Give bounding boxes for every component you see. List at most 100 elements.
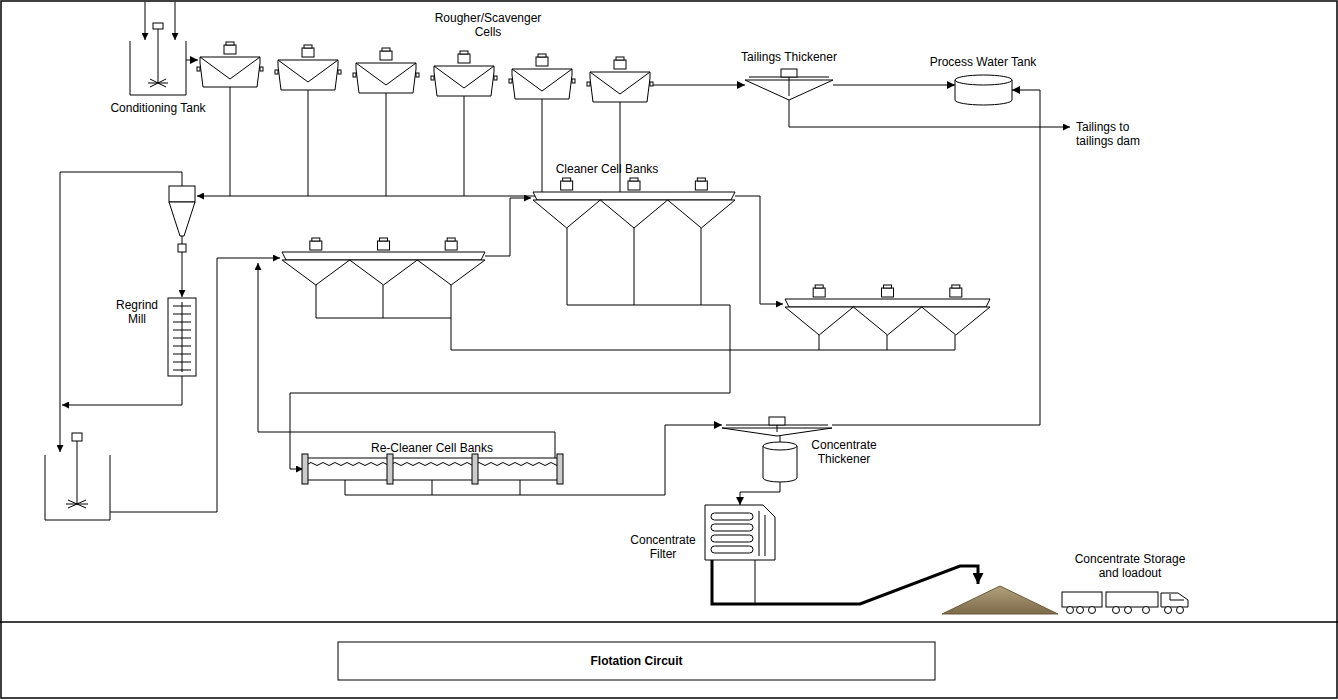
regrind-mill-outline [168,298,196,376]
rougher-cells-outline [590,72,650,94]
thickener-outline [789,77,790,96]
rougher-cells-outline [275,70,278,74]
recleaner-bank: Re-Cleaner Cell Banks [305,458,560,480]
cleaner-bank [417,260,485,285]
rougher-cells-outline [353,73,356,77]
conditioning-tank-outline [150,79,166,87]
stockpile-truck-outline [1165,607,1172,614]
regrind-mill-outline [168,298,196,376]
concentrate-stock-tank [763,446,797,482]
regrind-mill-outline [173,362,191,363]
cleaner-bank [785,307,853,335]
regrind-mill-outline [173,370,191,371]
cleaner-bank-outline [561,181,573,190]
cleaner-feed-tank [110,258,280,512]
filter-press-outline [711,524,753,531]
cyclone [182,236,183,244]
rougher-cells-outline [278,60,338,90]
rougher-cells-outline [200,57,260,79]
equipment-label: Concentrate Filter [627,533,699,562]
frame [338,642,935,680]
rougher-cells-outline [198,45,652,107]
cleaner-bank [922,307,990,335]
thickener-outline [745,68,833,100]
rougher-cells-outline [416,73,419,77]
rougher-cells-outline [197,42,653,102]
stockpile-truck-outline [1113,607,1120,614]
cleaner-bank [282,260,350,285]
filter-leg [755,560,756,604]
rougher-cells-outline [590,72,650,102]
cleaner-bank [380,238,388,241]
flow-line [186,60,198,61]
recleaner-bank-outline [472,454,478,484]
cyclone [60,172,182,452]
cleaner-bank-outline [533,200,600,228]
rougher-cells-outline [434,66,494,88]
cleaner-streams [345,480,520,495]
stockpile-truck-outline [1125,607,1132,614]
water-tank-outline [955,75,1012,105]
recleaner-bank-outline [305,458,560,480]
rougher-cells: Rougher/Scavenger Cells [198,45,652,107]
rougher-cells-outline [538,54,546,57]
cleaner-bank [447,238,455,241]
equipment-label: Cleaner Cell Banks [556,162,659,176]
cleaner-bank-outline [563,178,571,181]
conditioning-tank-outline [130,35,186,95]
regrind-mill-outline [173,354,191,355]
rougher-cells-outline [304,45,312,48]
cleaner-bank [350,260,418,285]
rougher-cells-outline [587,82,590,86]
filter-press-outline [711,546,753,553]
rougher-cells-outline [197,67,200,71]
feed-arrows [145,2,146,40]
thickener-outline [777,425,778,432]
cleaner-bank [950,288,962,297]
filter-press-outline [759,511,765,556]
rougher-concentrate-launder [230,87,620,196]
stockpile-truck-outline [940,584,1192,614]
equipment-label: Process Water Tank [930,55,1037,69]
conditioning-tank-outline [130,23,186,95]
cyclone [62,376,182,405]
rougher-cells-outline [338,70,341,74]
cleaner-streams [567,228,730,305]
equipment-label: Rougher/Scavenger Cells [431,11,546,40]
cleaner-feed-tank [45,258,280,520]
equipment-label: Concentrate Thickener [808,438,880,467]
filter-press: Concentrate Filter [705,505,775,560]
regrind-mill-outline [173,322,191,323]
cleaner-bank [785,285,990,335]
equipment-label: Conditioning Tank [110,101,205,115]
rougher-cells-outline [614,60,626,69]
recleaner-bank-outline [305,458,560,480]
stockpile-truck: Concentrate Storage and loadout [940,584,1192,614]
flow-line [652,85,745,86]
regrind-mill-outline [173,314,191,315]
cleaner-bank [310,241,322,250]
rougher-cells-outline [616,57,624,60]
cleaner-bank [785,299,990,307]
conditioning-tank-outline [153,23,163,29]
cyclone [60,172,195,452]
conveyor-line [712,560,978,604]
equipment-label: Tailings Thickener [741,50,837,64]
cleaner-streams [316,285,955,350]
regrind-mill-outline [173,346,191,347]
stockpile-truck-outline [1062,592,1102,607]
rougher-cells-outline [382,48,390,51]
cleaner-bank-outline [533,178,735,228]
feed-arrows [175,2,176,40]
rougher-cells-outline [512,69,572,91]
equipment-label: Concentrate Storage and loadout [1071,552,1189,581]
stockpile-truck-outline [1143,607,1150,614]
cleaner-bank-outline [628,181,640,190]
cleaner-streams [258,196,955,495]
filter-press-outline [705,505,775,560]
concentrate-stock-tank [763,442,797,450]
cyclone [169,186,195,202]
rougher-cells-outline [224,45,236,54]
